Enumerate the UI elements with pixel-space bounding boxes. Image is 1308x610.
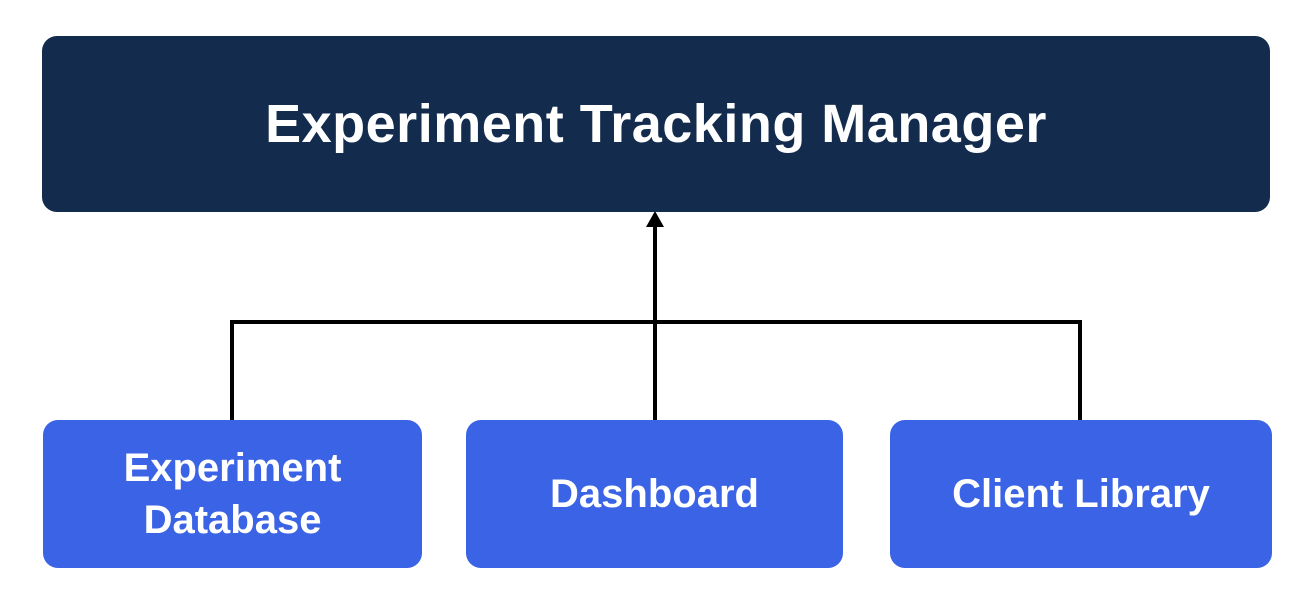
node-label: Client Library	[952, 472, 1210, 516]
node-dashboard: Dashboard	[466, 420, 843, 568]
node-experiment-database: Experiment Database	[43, 420, 422, 568]
node-client-library: Client Library	[890, 420, 1272, 568]
connector-bracket	[230, 320, 1082, 420]
node-label: Dashboard	[550, 472, 759, 516]
arrow-up-icon	[646, 211, 664, 227]
diagram-title: Experiment Tracking Manager	[265, 94, 1047, 154]
header-node-experiment-tracking-manager: Experiment Tracking Manager	[42, 36, 1270, 212]
node-label: Experiment Database	[123, 446, 342, 542]
